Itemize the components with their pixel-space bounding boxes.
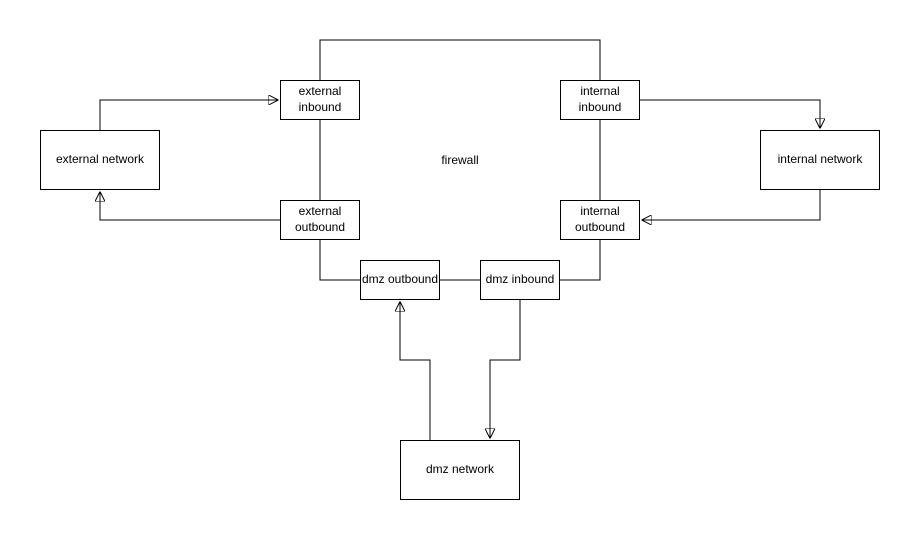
node-internal-network: internal network <box>760 130 880 190</box>
node-dmz-inbound: dmz inbound <box>480 260 560 300</box>
firewall-label: firewall <box>441 153 479 167</box>
arrow-external-outbound-to-external-network <box>100 192 280 221</box>
edge-internal-outbound-to-dmz-inbound <box>560 240 601 281</box>
node-external-outbound: external outbound <box>280 200 360 240</box>
arrow-internal-network-to-internal-outbound <box>642 190 821 220</box>
node-internal-outbound: internal outbound <box>560 200 640 240</box>
arrow-dmz-inbound-to-dmz-network <box>490 300 521 438</box>
node-external-network: external network <box>40 130 160 190</box>
arrow-internal-inbound-to-internal-network <box>640 99 820 128</box>
node-internal-inbound: internal inbound <box>560 80 640 120</box>
node-dmz-outbound: dmz outbound <box>360 260 440 300</box>
arrow-dmz-network-to-dmz-outbound <box>400 302 431 440</box>
edge-external-inbound-to-internal-inbound <box>319 39 601 80</box>
edge-external-outbound-to-dmz-outbound <box>319 240 360 281</box>
node-external-inbound: external inbound <box>280 80 360 120</box>
arrow-external-network-to-external-inbound <box>99 100 278 130</box>
node-dmz-network: dmz network <box>400 440 520 500</box>
